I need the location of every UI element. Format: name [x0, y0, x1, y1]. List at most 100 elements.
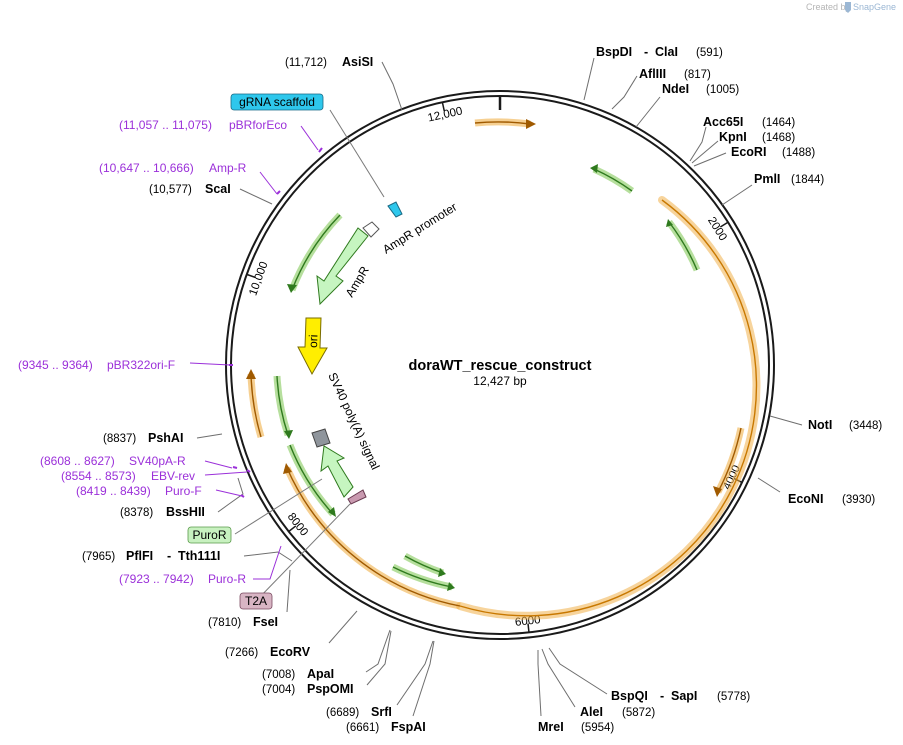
- site-apai[interactable]: (7008) ApaI: [262, 667, 334, 681]
- ampr-promoter-feature[interactable]: AmpR promoter: [362, 200, 459, 257]
- site-name: ApaI: [307, 667, 334, 681]
- orf-top-orange[interactable]: [474, 118, 536, 129]
- site-pmli[interactable]: PmlI (1844): [754, 172, 824, 186]
- site-fspai[interactable]: (6661) FspAI: [346, 720, 426, 734]
- primer-name: pBR322ori-F: [107, 358, 175, 372]
- orf-right-orange[interactable]: [713, 427, 745, 497]
- primer-pbr322ori-f[interactable]: (9345 .. 9364) pBR322ori-F: [18, 358, 175, 372]
- site-name: EcoRV: [270, 645, 311, 659]
- orf-green-top-right[interactable]: [590, 164, 635, 194]
- primer-pbrforeco[interactable]: (11,057 .. 11,075) pBRforEco: [119, 118, 287, 132]
- ori-feature[interactable]: ori: [297, 317, 328, 376]
- grna-leader: [329, 109, 385, 198]
- site-name: SrfI: [371, 705, 392, 719]
- site-scai[interactable]: (10,577) ScaI: [149, 182, 231, 196]
- primer-range: (10,647 .. 10,666): [99, 161, 194, 175]
- site-bspqi-sapi[interactable]: BspQI - SapI (5778): [611, 689, 750, 703]
- primer-name: SV40pA-R: [129, 454, 186, 468]
- site-acc65i[interactable]: Acc65I (1464): [703, 115, 795, 129]
- site-name: ScaI: [205, 182, 231, 196]
- tick-label: 8000: [285, 511, 310, 539]
- primer-marks: [229, 147, 323, 498]
- primer-leaders: [189, 125, 319, 580]
- orf-green-right[interactable]: [666, 219, 701, 272]
- site-name: NotI: [808, 418, 832, 432]
- t2a-feature[interactable]: [347, 489, 367, 505]
- site-alei[interactable]: AleI (5872): [580, 705, 655, 719]
- orf-green-bottom-a[interactable]: [403, 552, 446, 577]
- orf-green-left-mid[interactable]: [273, 375, 293, 439]
- site-fsei[interactable]: (7810) FseI: [208, 615, 278, 629]
- site-bspdi-clai[interactable]: BspDI - ClaI (591): [596, 45, 723, 59]
- tick-mark: [288, 525, 297, 533]
- site-name: PflFI: [126, 549, 153, 563]
- orf-green-left-upper[interactable]: [287, 212, 343, 293]
- tick-label: 12,000: [427, 105, 464, 124]
- ampr-feature[interactable]: AmpR: [316, 227, 372, 306]
- grna-scaffold-feature[interactable]: [387, 201, 403, 218]
- ori-label: ori: [306, 334, 320, 348]
- ebv-region-feature[interactable]: [320, 445, 354, 498]
- t2a-leader: [256, 503, 351, 601]
- site-pos: (1464): [762, 117, 795, 129]
- site-name: MreI: [538, 720, 564, 734]
- orf-left-orange-small[interactable]: [246, 369, 265, 438]
- primer-puro-f[interactable]: (8419 .. 8439) Puro-F: [76, 484, 202, 498]
- site-kpni[interactable]: KpnI (1468): [719, 130, 795, 144]
- primer-puro-r[interactable]: (7923 .. 7942) Puro-R: [119, 572, 246, 586]
- site-name: AflIII: [639, 67, 666, 81]
- site-name: FseI: [253, 615, 278, 629]
- site-ecorv[interactable]: (7266) EcoRV: [225, 645, 311, 659]
- site-econi[interactable]: EcoNI (3930): [788, 492, 875, 506]
- primer-sv40pa-r[interactable]: (8608 .. 8627) SV40pA-R: [40, 454, 186, 468]
- site-afliii[interactable]: AflIII (817): [639, 67, 711, 81]
- site-dash: -: [644, 45, 648, 59]
- site-pos: (3448): [849, 420, 882, 432]
- site-ndei[interactable]: NdeI (1005): [662, 82, 739, 96]
- site-pspomi[interactable]: (7004) PspOMI: [262, 682, 354, 696]
- site-asisi[interactable]: (11,712) AsiSI: [285, 55, 373, 69]
- site-bsshii[interactable]: (8378) BssHII: [120, 505, 205, 519]
- primer-range: (8554 .. 8573): [61, 469, 136, 483]
- primer-name: Puro-F: [165, 484, 202, 498]
- orf-large-orange[interactable]: [456, 196, 761, 620]
- site-pos: (6689): [326, 707, 359, 719]
- primer-name: Puro-R: [208, 572, 246, 586]
- site-srfi[interactable]: (6689) SrfI: [326, 705, 392, 719]
- site-name: AleI: [580, 705, 603, 719]
- primer-amp-r[interactable]: (10,647 .. 10,666) Amp-R: [99, 161, 247, 175]
- primer-ebv-rev[interactable]: (8554 .. 8573) EBV-rev: [61, 469, 195, 483]
- site-name: EcoNI: [788, 492, 823, 506]
- site-noti[interactable]: NotI (3448): [808, 418, 882, 432]
- site-pos: (6661): [346, 722, 379, 734]
- orf-bottom-orange[interactable]: [283, 463, 461, 610]
- site-pos: (3930): [842, 494, 875, 506]
- site-pos: (1488): [782, 147, 815, 159]
- site-ecori[interactable]: EcoRI (1488): [731, 145, 815, 159]
- site-name: BspDI: [596, 45, 632, 59]
- t2a-box[interactable]: T2A: [239, 592, 273, 610]
- primer-name: pBRforEco: [229, 118, 287, 132]
- puror-box[interactable]: PuroR: [187, 526, 232, 544]
- grna-scaffold-box[interactable]: gRNA scaffold: [230, 93, 324, 111]
- orf-green-bottom-long[interactable]: [286, 443, 336, 517]
- primer-name: Amp-R: [209, 161, 247, 175]
- grna-scaffold-label: gRNA scaffold: [239, 95, 315, 109]
- site-pos: (7004): [262, 684, 295, 696]
- site-pos: (7810): [208, 617, 241, 629]
- site-mrei[interactable]: MreI (5954): [538, 720, 614, 734]
- site-pos: (8378): [120, 507, 153, 519]
- ampr-label: AmpR: [343, 263, 372, 299]
- site-name: KpnI: [719, 130, 747, 144]
- site-pshai[interactable]: (8837) PshAI: [103, 431, 183, 445]
- site-pos: (7008): [262, 669, 295, 681]
- site-pflfi-tth111i[interactable]: (7965) PflFI - Tth111I: [82, 549, 220, 563]
- orf-green-bottom-b[interactable]: [391, 563, 455, 591]
- site-name-2: Tth111I: [178, 549, 220, 563]
- t2a-label: T2A: [245, 594, 267, 608]
- site-pos: (1468): [762, 132, 795, 144]
- site-pos: (10,577): [149, 184, 192, 196]
- site-name: Acc65I: [703, 115, 743, 129]
- site-pos: (5778): [717, 691, 750, 703]
